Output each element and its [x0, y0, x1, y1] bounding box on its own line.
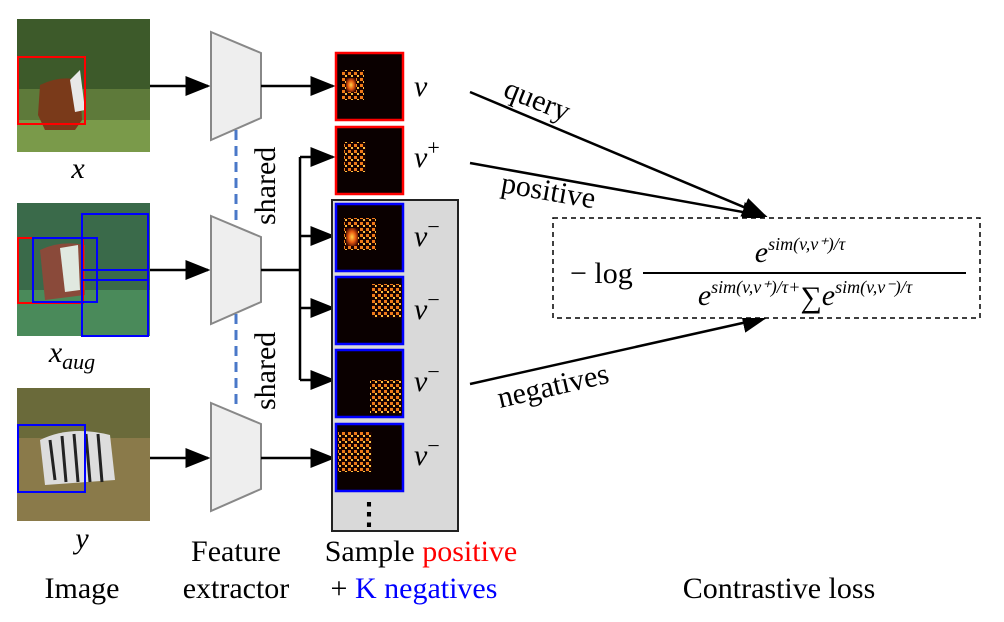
- shared-label-1: shared: [249, 147, 282, 225]
- image-x-aug: [17, 203, 150, 337]
- negative-crop-box: [17, 424, 86, 493]
- feature-map-query: [334, 51, 405, 122]
- feature-extractor-3: [210, 401, 262, 513]
- caption-k-negatives: + K negatives: [331, 572, 498, 605]
- arrow-query: [469, 90, 768, 218]
- label-v-minus: v−: [414, 433, 440, 472]
- caption-contrastive-loss: Contrastive loss: [683, 572, 876, 605]
- label-v-plus: v+: [414, 135, 440, 174]
- query-crop-box: [17, 56, 86, 125]
- negative-crop-box: [81, 213, 149, 281]
- caption-image: Image: [45, 572, 120, 605]
- image-y: [17, 388, 150, 521]
- label-x-aug: xaug: [48, 336, 95, 374]
- label-v-minus: v−: [414, 359, 440, 398]
- label-v-minus: v−: [414, 287, 440, 326]
- label-x: x: [70, 152, 85, 185]
- formula-denominator: esim(v,v⁺)/τ+∑esim(v,v⁻)/τ: [698, 277, 913, 314]
- feature-map-negative-4: [334, 422, 405, 493]
- image-x: [17, 19, 150, 152]
- contrastive-loss-formula-box: [552, 217, 981, 319]
- label-y: y: [72, 522, 89, 555]
- caption-sample-positive: Sample positive: [325, 535, 518, 568]
- ellipsis: ⋮: [354, 498, 384, 531]
- feature-map-negative-2: [334, 275, 405, 346]
- feature-map-positive: [334, 125, 405, 196]
- label-positive: positive: [499, 166, 598, 215]
- feature-extractor-2: [210, 214, 262, 326]
- formula-neglog: − log: [570, 257, 633, 290]
- arrow-positive: [469, 161, 768, 222]
- shared-label-2: shared: [249, 332, 282, 410]
- caption-feature: Feature: [191, 535, 281, 568]
- formula-numerator: esim(v,v⁺)/τ: [755, 234, 846, 269]
- label-v: v: [414, 70, 428, 103]
- caption-extractor: extractor: [183, 572, 290, 605]
- feature-map-negative-1: [334, 202, 405, 273]
- negative-crop-box: [81, 269, 149, 337]
- label-v-minus: v−: [414, 214, 440, 253]
- feature-extractor-1: [210, 30, 262, 142]
- feature-map-negative-3: [334, 348, 405, 419]
- arrow-negatives: [469, 313, 768, 386]
